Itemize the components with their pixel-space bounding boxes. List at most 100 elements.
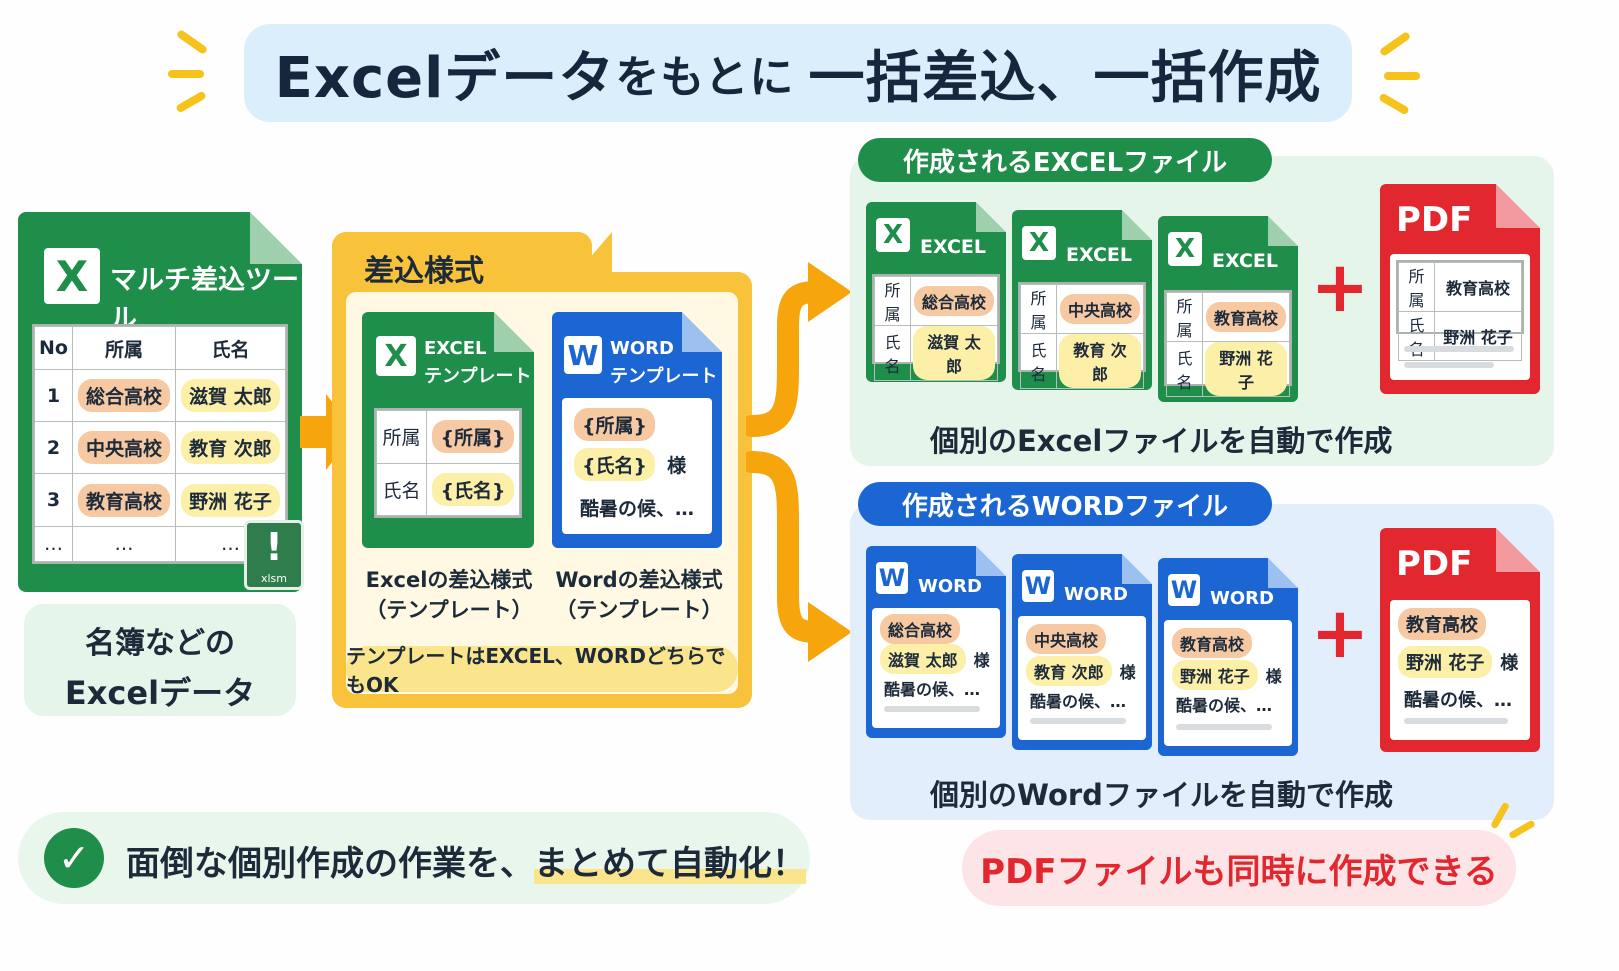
row-dept: … — [72, 525, 176, 563]
field-label: 氏名 — [874, 325, 911, 381]
file-dept: 教育高校 — [1172, 628, 1253, 658]
row-no: 1 — [34, 368, 73, 423]
header-name: 氏名 — [174, 326, 287, 370]
header-no: No — [34, 326, 73, 370]
excel-file-label: EXCEL — [920, 236, 986, 258]
word-icon: W — [1022, 570, 1054, 602]
pdf-label: PDF — [1396, 200, 1473, 240]
file-name: 滋賀 太郎 — [913, 326, 995, 380]
greeting-text: 酷暑の候、… — [884, 680, 981, 699]
automation-banner: ✓ 面倒な個別作成の作業を、まとめて自動化！ — [18, 812, 810, 904]
excel-output-label: 作成されるEXCELファイル — [858, 138, 1272, 182]
word-template-caption-1: Wordの差込様式 — [555, 568, 723, 592]
excel-template-document: X EXCEL テンプレート 所属{所属} 氏名{氏名} — [362, 312, 534, 548]
excel-template-label-2: テンプレート — [424, 366, 532, 387]
row-no: 3 — [34, 473, 73, 527]
table-row: 3 教育高校 野洲 花子 — [34, 473, 287, 527]
spark-decoration — [1508, 819, 1536, 840]
file-dept: 中央高校 — [1026, 624, 1107, 654]
word-output-label-text: 作成されるWORDファイル — [901, 491, 1229, 522]
spark-decoration — [1384, 72, 1420, 80]
file-dept: 教育高校 — [1205, 302, 1286, 332]
file-name: 教育 次郎 — [1059, 334, 1141, 388]
excel-file-label: EXCEL — [1212, 250, 1278, 272]
word-icon: W — [564, 336, 602, 374]
spark-decoration — [1378, 30, 1412, 58]
file-dept: 総合高校 — [880, 614, 961, 644]
merge-field: {所属} — [432, 420, 514, 454]
excel-file-table: 所属教育高校 氏名野洲 花子 — [1164, 290, 1292, 397]
check-icon: ✓ — [44, 828, 104, 888]
word-file-label: WORD — [918, 576, 982, 597]
row-no: … — [34, 525, 73, 563]
text-line — [1176, 724, 1272, 730]
word-template-document: W WORD テンプレート {所属} {氏名} 様 酷暑の候、… — [552, 312, 722, 548]
field-label: 所属 — [1166, 292, 1203, 342]
tool-label: マルチ差込ツール — [110, 265, 299, 335]
file-name: 教育 次郎 — [1026, 656, 1112, 686]
greeting-text: 酷暑の候、… — [580, 498, 695, 520]
excel-file-card: X EXCEL 所属総合高校 氏名滋賀 太郎 — [866, 202, 1006, 382]
excel-template-label-1: EXCEL — [424, 338, 487, 359]
excel-icon: X — [376, 336, 416, 376]
spark-decoration — [1378, 92, 1410, 116]
word-file-body: 中央高校 教育 次郎様 酷暑の候、… — [1018, 616, 1146, 740]
excel-icon: X — [1022, 226, 1056, 260]
exclaim-icon: ! — [265, 525, 283, 569]
merge-field: {氏名} — [432, 472, 514, 506]
greeting-text: 酷暑の候、… — [1404, 690, 1512, 711]
title-main: Excelデータ — [274, 45, 616, 111]
word-template-body: {所属} {氏名} 様 酷暑の候、… — [562, 398, 712, 534]
word-file-label: WORD — [1064, 584, 1128, 605]
row-no: 2 — [34, 421, 73, 475]
pdf-body: 教育高校 野洲 花子様 酷暑の候、… — [1390, 600, 1530, 740]
banner-emphasis: まとめて自動化！ — [534, 844, 806, 884]
row-name: 滋賀 太郎 — [181, 379, 280, 413]
field-label: 所属 — [1398, 262, 1435, 312]
field-label: 氏名 — [376, 462, 427, 516]
honorific: 様 — [1119, 663, 1136, 682]
text-line — [1030, 718, 1126, 724]
word-file-label: WORD — [1210, 588, 1274, 609]
file-name: 野洲 花子 — [1172, 660, 1258, 690]
excel-file-table: 所属総合高校 氏名滋賀 太郎 — [872, 274, 1000, 381]
word-template-label-2: テンプレート — [610, 366, 718, 387]
plus-icon: + — [1310, 246, 1370, 328]
row-name: 教育 次郎 — [181, 431, 280, 465]
pdf-name: 野洲 花子 — [1398, 646, 1493, 678]
greeting-text: 酷暑の候、… — [1176, 696, 1273, 715]
excel-output-caption: 個別のExcelファイルを自動で作成 — [930, 424, 1393, 458]
branch-arrows — [746, 262, 852, 662]
spark-decoration — [175, 90, 207, 114]
greeting-text: 酷暑の候、… — [1030, 692, 1127, 711]
word-output-caption: 個別のWordファイルを自動で作成 — [930, 778, 1393, 812]
word-file-body: 総合高校 滋賀 太郎様 酷暑の候、… — [872, 608, 1000, 728]
pdf-name: 野洲 花子 — [1434, 311, 1522, 361]
source-caption-box: 名簿などの Excelデータ — [24, 604, 296, 716]
field-label: 氏名 — [1166, 341, 1203, 397]
text-line — [1404, 346, 1514, 352]
source-caption-line2: Excelデータ — [64, 674, 256, 712]
plus-icon: + — [1310, 592, 1370, 674]
text-line — [1404, 718, 1508, 724]
table-row: 2 中央高校 教育 次郎 — [34, 421, 287, 475]
honorific: 様 — [973, 651, 990, 670]
page-title: Excelデータ をもとに 一括差込、一括作成 — [244, 24, 1352, 122]
source-table: No 所属 氏名 1 総合高校 滋賀 太郎 2 中央高校 教育 次郎 3 教育高… — [32, 324, 288, 564]
excel-file-table: 所属中央高校 氏名教育 次郎 — [1018, 282, 1146, 389]
file-ext-label: xlsm — [260, 572, 287, 585]
file-name: 滋賀 太郎 — [880, 644, 966, 674]
source-caption-line1: 名簿などの — [85, 626, 235, 661]
word-icon: W — [876, 562, 908, 594]
row-dept: 教育高校 — [77, 483, 170, 517]
word-file-card: W WORD 教育高校 野洲 花子様 酷暑の候、… — [1158, 558, 1298, 756]
honorific: 様 — [1265, 667, 1282, 686]
excel-template-caption-1: Excelの差込様式 — [365, 568, 533, 592]
title-mid: をもとに — [615, 52, 795, 103]
file-dept: 総合高校 — [913, 286, 994, 316]
spark-decoration — [168, 70, 204, 78]
template-note: テンプレートはEXCEL、WORDどちらでもOK — [346, 644, 738, 697]
